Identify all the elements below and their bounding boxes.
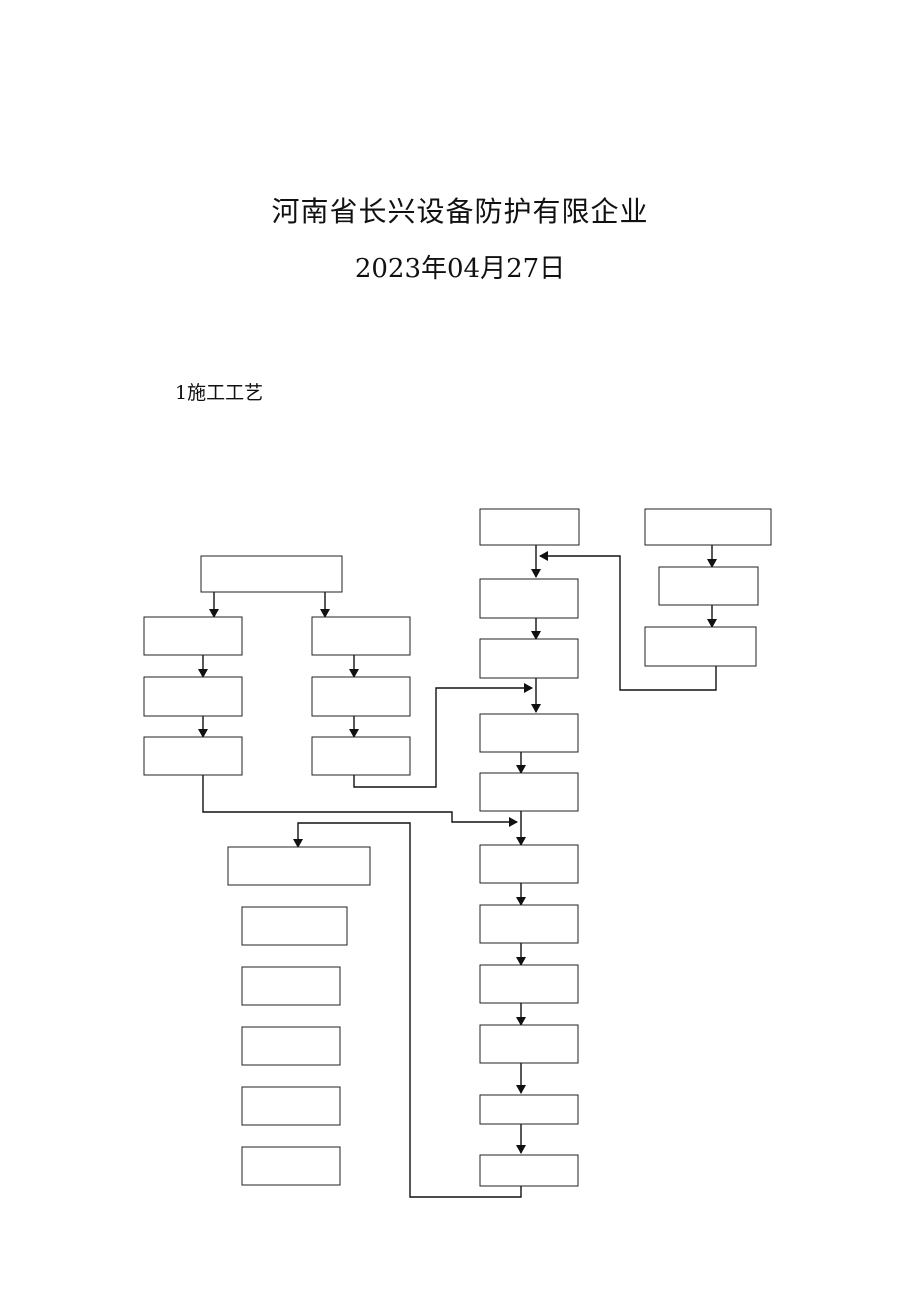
flow-box [479, 578, 579, 619]
flow-box [479, 1094, 579, 1125]
flow-box-frame [479, 713, 579, 753]
flow-box [241, 1086, 341, 1126]
flow-box [143, 616, 243, 656]
flow-box [143, 736, 243, 776]
flow-box [644, 508, 772, 546]
flow-box-frame [143, 676, 243, 717]
flow-box-frame [311, 616, 411, 656]
flow-box-frame [479, 638, 579, 679]
flow-box-frame [241, 966, 341, 1006]
flow-box-frame [200, 555, 343, 593]
flow-box [241, 1146, 341, 1186]
flow-box-frame [241, 1146, 341, 1186]
flow-box-frame [479, 1094, 579, 1125]
flow-box [241, 906, 348, 946]
flow-box [143, 676, 243, 717]
flow-box-frame [644, 626, 757, 667]
flow-box [241, 1026, 341, 1066]
flow-box [311, 736, 411, 776]
flow-box [658, 566, 759, 606]
flow-box-frame [479, 772, 579, 812]
flow-box [479, 964, 579, 1004]
flow-box [479, 1024, 579, 1064]
flow-box [241, 966, 341, 1006]
flow-box-frame [143, 616, 243, 656]
connector-arrow [293, 822, 522, 1198]
connector-arrow [202, 775, 518, 827]
flow-box-frame [479, 964, 579, 1004]
flow-box-frame [311, 736, 411, 776]
flow-box [479, 772, 579, 812]
flow-box-frame [241, 906, 348, 946]
flow-box-frame [479, 1154, 579, 1187]
flow-boxes [143, 508, 772, 1187]
flow-box [479, 713, 579, 753]
flow-box-frame [479, 508, 580, 546]
flow-box [479, 904, 579, 944]
flow-box [227, 846, 371, 886]
flow-box [479, 638, 579, 679]
flow-box [479, 844, 579, 884]
flow-box-frame [241, 1086, 341, 1126]
flow-box-frame [241, 1026, 341, 1066]
flow-box-frame [644, 508, 772, 546]
company-name: 河南省长兴设备防护有限企业 [271, 195, 649, 228]
flow-box [200, 555, 343, 593]
flow-box-frame [479, 1024, 579, 1064]
flow-box [479, 508, 580, 546]
flow-box [311, 676, 411, 717]
flow-box [644, 626, 757, 667]
connector-arrow [539, 551, 717, 691]
document-date: 2023年04月27日 [354, 254, 566, 284]
flow-box [479, 1154, 579, 1187]
flow-box-frame [479, 904, 579, 944]
flow-box-frame [311, 676, 411, 717]
flow-box-frame [143, 736, 243, 776]
flow-box-frame [227, 846, 371, 886]
flow-box [311, 616, 411, 656]
connector-arrow [353, 683, 533, 788]
section-heading: 1施工工艺 [175, 382, 264, 404]
flow-box-frame [479, 578, 579, 619]
flow-connectors [198, 545, 717, 1198]
flow-box-frame [479, 844, 579, 884]
flow-box-frame [658, 566, 759, 606]
